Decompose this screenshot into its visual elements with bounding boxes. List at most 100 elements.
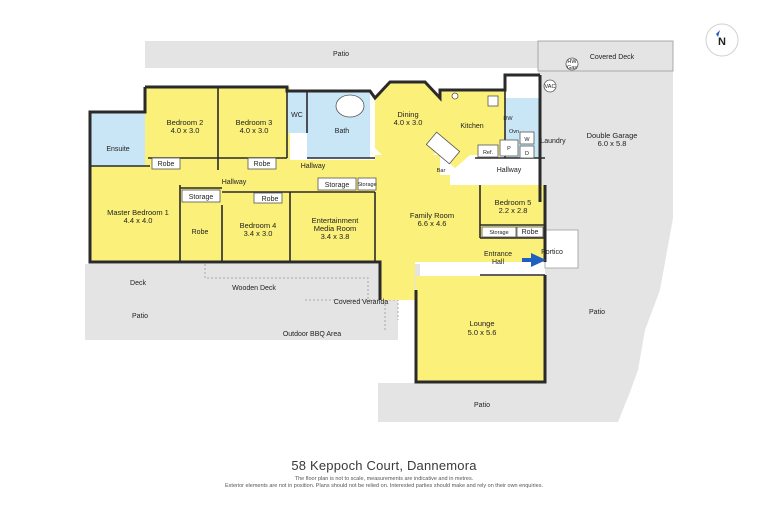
robe-box-b2 [151, 157, 181, 170]
bedroom2-name: Bedroom 2 [167, 118, 204, 127]
wc-floor [287, 91, 307, 133]
sink [487, 95, 499, 107]
cooktop [451, 92, 459, 100]
kitchen-island [425, 131, 461, 165]
patio-west [85, 264, 420, 340]
kitchen-label: Kitchen [460, 123, 483, 130]
media-name: Entertainment [312, 216, 360, 225]
property-address: 58 Keppoch Court, Dannemora [291, 458, 477, 473]
disclaimer-line-2: Exterior elements are not in position. P… [225, 483, 543, 489]
ovn-label: Ovn [509, 129, 519, 135]
deck-label: Deck [130, 280, 146, 287]
dining-name: Dining [397, 110, 418, 119]
covered-deck-label: Covered Deck [590, 54, 635, 61]
bathtub [335, 94, 365, 118]
pantry-label: P [507, 146, 511, 152]
storage-b5-label: Storage [489, 230, 508, 236]
lounge-floor [416, 276, 545, 382]
fixtures [151, 57, 579, 238]
compass-letter: N [718, 36, 726, 48]
main-floor [90, 87, 545, 300]
robe-b2-label: Robe [158, 161, 175, 168]
ref-label: Ref. [483, 150, 494, 156]
laundry-label: Laundry [540, 138, 566, 145]
storage-box-small [357, 177, 377, 191]
fridge [477, 144, 499, 158]
compass-icon: N [705, 23, 739, 57]
storage-box-b5 [481, 226, 517, 238]
bedroom3-dims: 4.0 x 3.0 [240, 126, 269, 135]
media-dims: 3.4 x 3.8 [321, 232, 350, 241]
interior-floor [90, 82, 545, 382]
vac-label: VAC [545, 84, 556, 90]
bedroom4-dims: 3.4 x 3.0 [244, 229, 273, 238]
hallway-mid-label: Hallway [301, 163, 326, 170]
walls [88, 73, 547, 384]
hw-unit [565, 57, 579, 71]
master-name: Master Bedroom 1 [107, 208, 169, 217]
wooden-deck-label: Wooden Deck [232, 285, 276, 292]
hallway-west-label: Hallway [222, 179, 247, 186]
family-name: Family Room [410, 211, 454, 220]
dining-floor [375, 82, 440, 158]
storage-box-hall [181, 189, 221, 203]
dining-dims: 4.0 x 3.0 [394, 118, 423, 127]
ensuite-floor [90, 112, 145, 166]
entrance-arrow-icon [522, 253, 546, 267]
storage-small-label: Storage [357, 182, 376, 188]
outer-wall-north [145, 73, 540, 102]
family-dims: 6.6 x 4.6 [418, 219, 447, 228]
garage-dims: 6.0 x 5.8 [598, 139, 627, 148]
entrance-label-1: Entrance [484, 251, 512, 258]
washer [519, 131, 535, 145]
ensuite-label: Ensuite [106, 146, 129, 153]
hallway-east-label: Hallway [497, 167, 522, 174]
master-dims: 4.4 x 4.0 [124, 216, 153, 225]
covered-deck-outline [537, 40, 674, 72]
bedroom2-dims: 4.0 x 3.0 [171, 126, 200, 135]
vac-unit [543, 79, 557, 93]
robe-box-b5 [516, 226, 544, 238]
robe-b3-label: Robe [254, 161, 271, 168]
lounge-wall [414, 275, 547, 384]
storage-media-label: Storage [325, 182, 350, 189]
media-name2: Media Room [314, 224, 357, 233]
bar-label: Bar [437, 168, 446, 174]
storage-hall-label: Storage [189, 194, 214, 201]
bedroom3-name: Bedroom 3 [236, 118, 273, 127]
room-labels: Bedroom 2 4.0 x 3.0 Bedroom 3 4.0 x 3.0 … [106, 51, 637, 409]
washer-label: W [524, 137, 530, 143]
robe-b4-label: Robe [262, 196, 279, 203]
lounge-name: Lounge [469, 319, 494, 328]
lounge-dims: 5.0 x 5.6 [468, 328, 497, 337]
veranda-outline [204, 264, 399, 320]
patio-top-label: Patio [333, 51, 349, 58]
gas-label: Gas [567, 65, 577, 71]
bedroom5-name: Bedroom 5 [495, 198, 532, 207]
bbq-label: Outdoor BBQ Area [283, 331, 341, 338]
hw-label: HW [567, 59, 577, 65]
robe-mb-label: Robe [192, 229, 209, 236]
dryer [519, 145, 535, 159]
robe-box-b3 [247, 157, 277, 170]
pantry [499, 139, 519, 157]
garage-name: Double Garage [587, 131, 638, 140]
bath-label: Bath [335, 128, 350, 135]
outer-wall-west [88, 87, 205, 264]
storage-box-media [317, 177, 357, 191]
entrance-label-2: Hall [492, 259, 505, 266]
robe-box-b4 [253, 192, 283, 204]
covered-veranda-label: Covered Veranda [334, 299, 389, 306]
bedroom5-dims: 2.2 x 2.8 [499, 206, 528, 215]
bedroom4-name: Bedroom 4 [240, 221, 277, 230]
dw-label: DW [503, 116, 513, 122]
patio-west-label: Patio [132, 313, 148, 320]
robe-b5-label: Robe [522, 229, 539, 236]
patio-south-label: Patio [474, 402, 490, 409]
patio-east-label: Patio [589, 309, 605, 316]
dryer-label: D [525, 151, 529, 157]
portico-label: Portico [541, 249, 563, 256]
outer-wall-south [205, 260, 382, 300]
disclaimer-line-1: The floor plan is not to scale, measurem… [294, 476, 474, 482]
